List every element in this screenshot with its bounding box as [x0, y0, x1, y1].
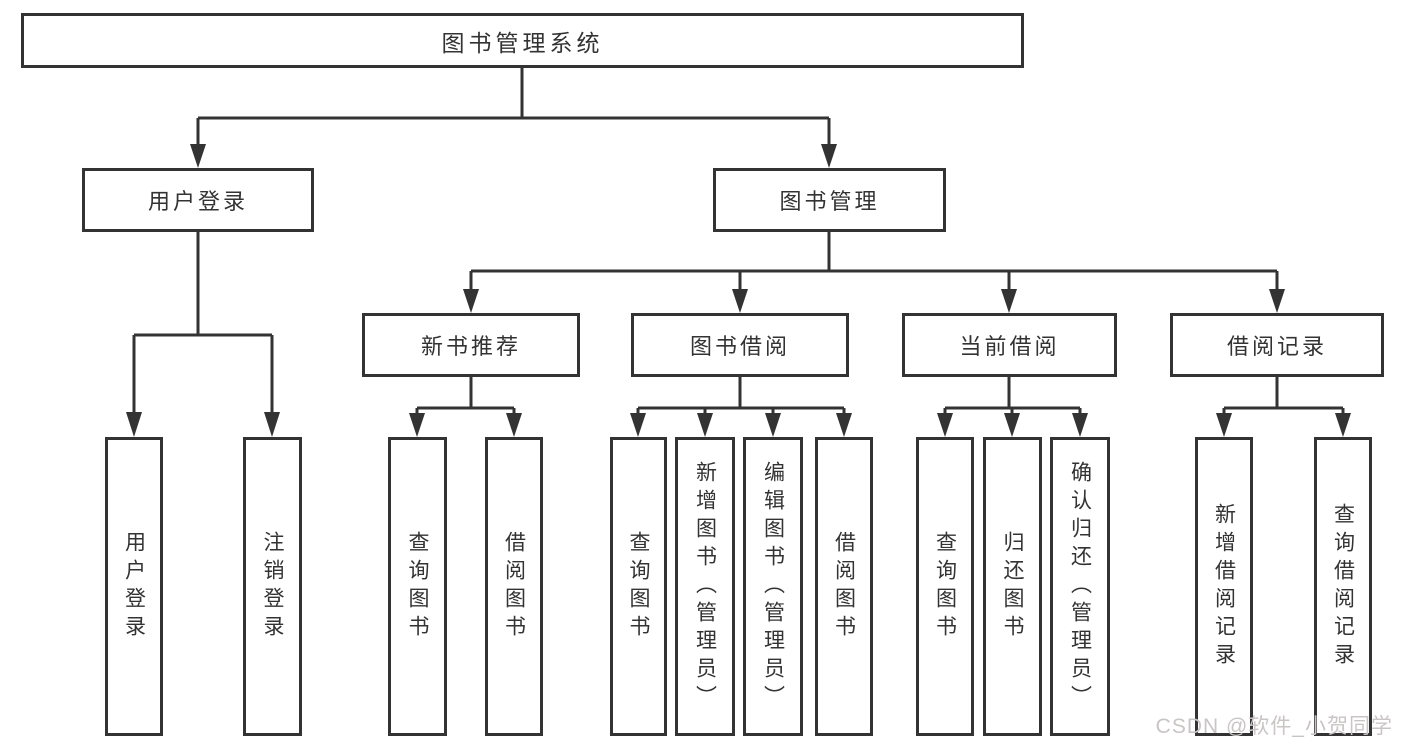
leaf-query-borrow-record: 查询借阅记录 — [1314, 437, 1372, 736]
leaf-add-book-admin: 新增图书（管理员） — [675, 437, 735, 736]
node-book-management: 图书管理 — [713, 168, 946, 232]
arrowhead — [1001, 289, 1017, 313]
arrowhead — [409, 413, 425, 437]
leaf-user-login-label: 用户登录 — [122, 530, 146, 643]
arrowhead — [732, 289, 748, 313]
connector-book-borrow-to-leaves — [630, 377, 852, 437]
arrowhead — [1004, 413, 1020, 437]
leaf-borrow-book-recommend-label: 借阅图书 — [502, 530, 526, 643]
arrowhead — [821, 144, 837, 168]
leaf-query-book-borrow: 查询图书 — [610, 437, 667, 736]
arrowhead — [190, 144, 206, 168]
leaf-logout: 注销登录 — [243, 437, 302, 736]
leaf-user-login: 用户登录 — [105, 437, 163, 736]
node-root-label: 图书管理系统 — [441, 29, 604, 56]
leaf-add-book-admin-label: 新增图书（管理员） — [693, 460, 717, 713]
arrowhead — [630, 413, 646, 437]
connector-current-borrow-to-leaves — [937, 377, 1088, 437]
connector-book-management-to-level3 — [463, 232, 1285, 313]
leaf-query-book-recommend-label: 查询图书 — [406, 530, 429, 643]
leaf-query-book-current-label: 查询图书 — [933, 530, 957, 643]
arrowhead — [1072, 413, 1088, 437]
leaf-return-book: 归还图书 — [983, 437, 1042, 736]
arrowhead — [1269, 289, 1285, 313]
leaf-edit-book-admin: 编辑图书（管理员） — [743, 437, 803, 736]
leaf-query-book-current: 查询图书 — [916, 437, 974, 736]
leaf-add-borrow-record-label: 新增借阅记录 — [1212, 502, 1236, 671]
node-book-borrow-label: 图书借阅 — [689, 334, 790, 359]
arrowhead — [1216, 413, 1232, 437]
leaf-confirm-return-admin-label: 确认归还（管理员） — [1068, 460, 1092, 713]
node-current-borrow-label: 当前借阅 — [959, 334, 1060, 359]
connector-root-to-level2 — [190, 68, 837, 168]
arrowhead — [126, 412, 142, 437]
node-user-login-branch: 用户登录 — [82, 168, 314, 232]
node-book-borrow: 图书借阅 — [631, 313, 849, 377]
node-borrow-records-label: 借阅记录 — [1226, 334, 1327, 359]
connector-new-book-recommend-to-leaves — [409, 377, 522, 437]
arrowhead — [1335, 413, 1351, 437]
arrowhead — [765, 413, 781, 437]
arrowhead — [836, 413, 852, 437]
node-current-borrow: 当前借阅 — [902, 313, 1117, 377]
arrowhead — [937, 413, 953, 437]
leaf-query-borrow-record-label: 查询借阅记录 — [1331, 502, 1355, 671]
node-new-book-recommend-label: 新书推荐 — [420, 334, 521, 359]
leaf-logout-label: 注销登录 — [261, 530, 284, 643]
node-borrow-records: 借阅记录 — [1170, 313, 1384, 377]
leaf-edit-book-admin-label: 编辑图书（管理员） — [761, 460, 785, 713]
leaf-query-book-recommend: 查询图书 — [388, 437, 447, 736]
arrowhead — [264, 412, 280, 437]
leaf-borrow-book-recommend: 借阅图书 — [485, 437, 543, 736]
leaf-borrow-book: 借阅图书 — [815, 437, 873, 736]
node-user-login-branch-label: 用户登录 — [147, 189, 248, 214]
node-new-book-recommend: 新书推荐 — [362, 313, 580, 377]
leaf-return-book-label: 归还图书 — [1001, 530, 1024, 643]
arrowhead — [506, 413, 522, 437]
arrowhead — [463, 289, 479, 313]
leaf-add-borrow-record: 新增借阅记录 — [1195, 437, 1253, 736]
connector-user-login-to-leaves — [126, 232, 280, 437]
node-root: 图书管理系统 — [21, 13, 1024, 68]
csdn-watermark: CSDN @软件_小贺同学 — [1155, 715, 1393, 738]
connector-borrow-records-to-leaves — [1216, 377, 1351, 437]
leaf-confirm-return-admin: 确认归还（管理员） — [1050, 437, 1110, 736]
leaf-borrow-book-label: 借阅图书 — [832, 530, 856, 643]
leaf-query-book-borrow-label: 查询图书 — [627, 530, 650, 643]
node-book-management-label: 图书管理 — [779, 189, 880, 214]
arrowhead — [697, 413, 713, 437]
